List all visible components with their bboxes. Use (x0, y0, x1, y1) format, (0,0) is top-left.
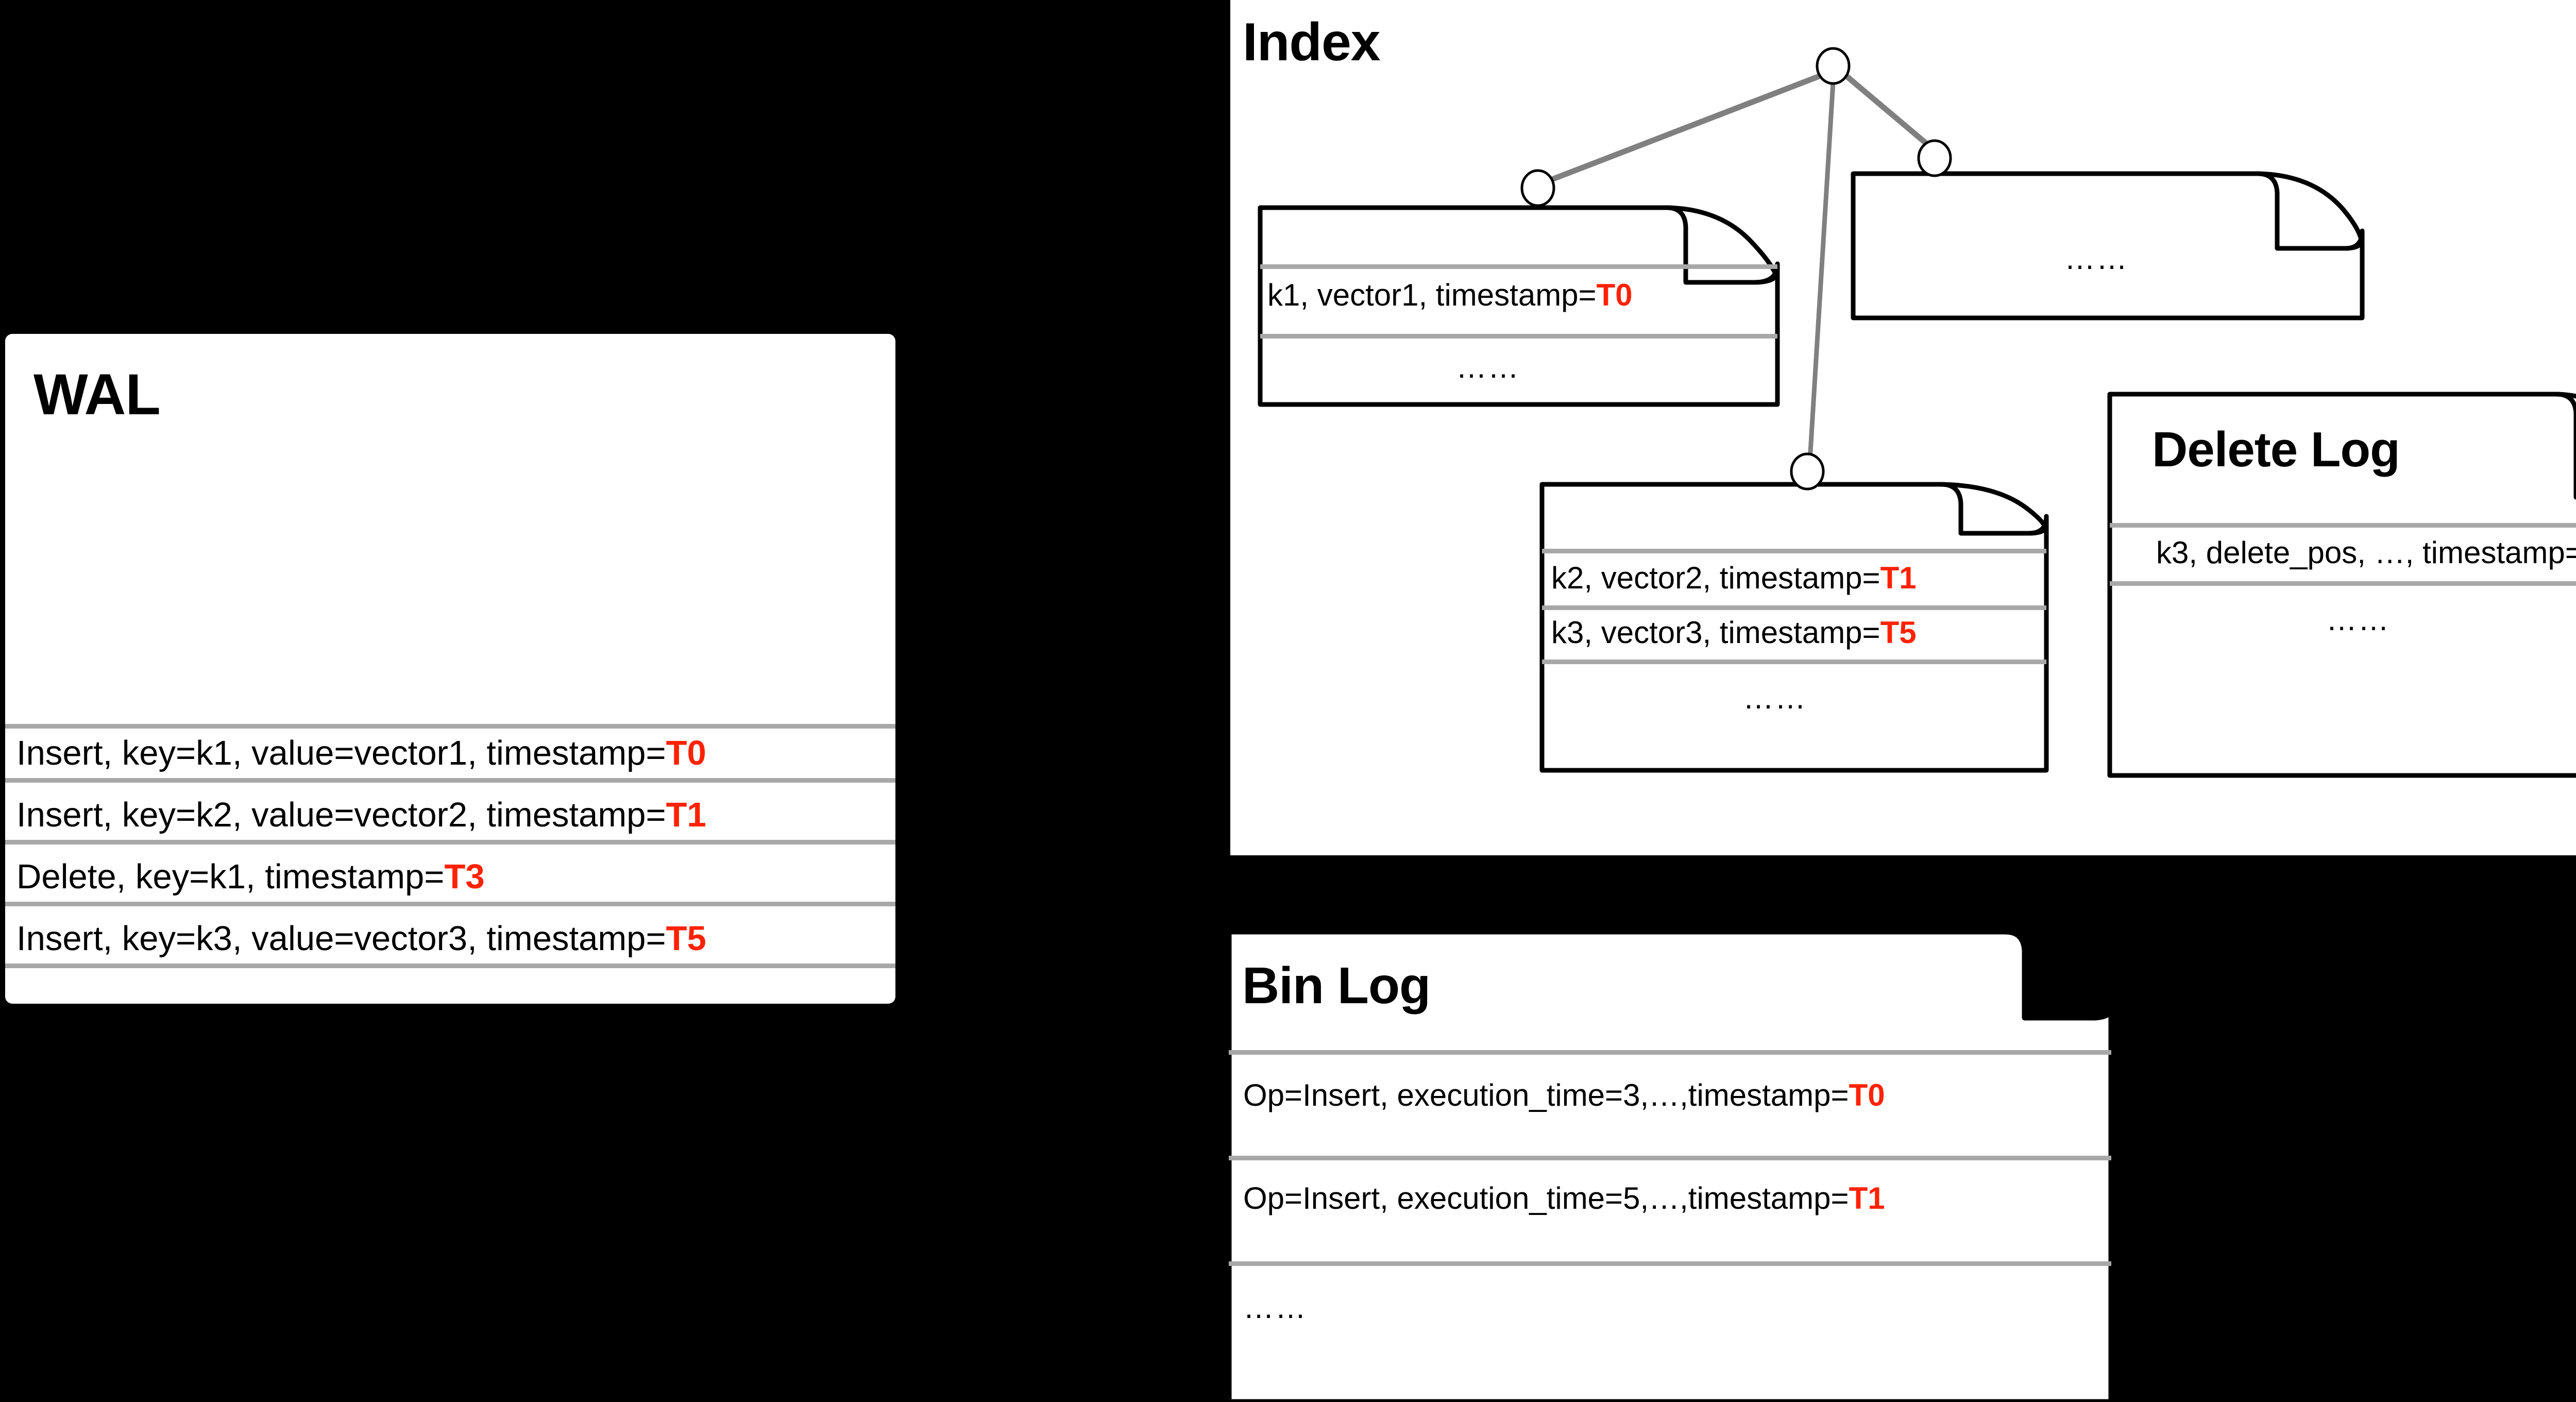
leaf-k2k3-row-text: k2, vector2, timestamp= (1551, 561, 1880, 595)
wal-row: Insert, key=k3, value=vector3, timestamp… (16, 921, 706, 956)
wal-divider-2 (5, 840, 895, 844)
leaf-ellipsis-row: …… (2064, 241, 2128, 276)
wal-row-text: …… (16, 978, 86, 1017)
wal-row: Insert, key=k2, value=vector2, timestamp… (16, 798, 706, 832)
leaf-k2k3-row-text: k3, vector3, timestamp= (1551, 615, 1880, 650)
leaf-k2k3-row-timestamp: T5 (1880, 615, 1917, 650)
leaf-k1-row-timestamp: T0 (1596, 278, 1633, 312)
bin-log-row: Op=Insert, execution_time=3,…,timestamp=… (1243, 1080, 1885, 1111)
index-title: Index (1243, 12, 1381, 72)
bin-log-row: …… (1243, 1290, 1307, 1325)
delete-log-divider-1 (2110, 581, 2576, 586)
wal-row-timestamp: T1 (666, 796, 706, 834)
wal-panel: WAL Insert, key=k1, value=vector1, times… (5, 334, 895, 1015)
bin-log-row: Op=Insert, execution_time=5,…,timestamp=… (1243, 1183, 1885, 1214)
bin-log-divider-0 (1229, 1050, 2111, 1055)
wal-divider-3 (5, 902, 895, 906)
wal-row-text: Insert, key=k1, value=vector1, timestamp… (16, 734, 666, 772)
leaf-k2k3-row-timestamp: T1 (1880, 561, 1917, 595)
index-leaf-k1: k1, vector1, timestamp=T0 …… (1260, 208, 1777, 404)
leaf-k2k3-divider-0 (1542, 549, 2046, 553)
delete-log-row-text: k3, delete_pos, …, timestamp= (2156, 535, 2576, 570)
bin-log-row-text: Op=Insert, execution_time=3,…,timestamp= (1243, 1078, 1849, 1112)
leaf-k1-row: …… (1456, 350, 1520, 384)
bin-log-row-timestamp: T0 (1849, 1078, 1885, 1112)
index-leaf-ellipsis: …… (1853, 174, 2362, 318)
bin-log-row-text: Op=Insert, execution_time=5,…,timestamp= (1243, 1181, 1849, 1215)
wal-row-text: Delete, key=k1, timestamp= (16, 857, 445, 896)
wal-divider-0 (5, 724, 895, 729)
wal-row-timestamp: T3 (444, 857, 485, 896)
bin-log-panel: Bin Log Op=Insert, execution_time=3,…,ti… (1229, 932, 2111, 1402)
delete-log-divider-0 (2110, 523, 2576, 528)
delete-log-row: k3, delete_pos, …, timestamp=T3 (2156, 537, 2576, 568)
bin-log-title: Bin Log (1242, 957, 1431, 1015)
leaf-k1-row: k1, vector1, timestamp=T0 (1267, 280, 1633, 311)
leaf-k2k3-row: k2, vector2, timestamp=T1 (1551, 563, 1917, 594)
wal-divider-1 (5, 778, 895, 783)
wal-row-text: Insert, key=k2, value=vector2, timestamp… (16, 796, 666, 834)
wal-title: WAL (33, 362, 161, 427)
delete-log-panel: Delete Log k3, delete_pos, …, timestamp=… (2110, 394, 2576, 775)
index-leaf-k2k3: k2, vector2, timestamp=T1 k3, vector3, t… (1542, 484, 2046, 770)
bin-log-divider-2 (1229, 1261, 2111, 1266)
bin-log-row-timestamp: T1 (1849, 1181, 1885, 1215)
leaf-k2k3-row: k3, vector3, timestamp=T5 (1551, 617, 1917, 648)
leaf-k2k3-row: …… (1743, 681, 1807, 715)
wal-row: Delete, key=k1, timestamp=T3 (16, 859, 485, 894)
leaf-k1-row-text: k1, vector1, timestamp= (1267, 278, 1597, 312)
wal-row: …… (16, 981, 86, 1015)
delete-log-title: Delete Log (2152, 422, 2400, 477)
wal-row: Insert, key=k1, value=vector1, timestamp… (16, 736, 706, 770)
wal-row-timestamp: T5 (666, 919, 706, 958)
bin-log-divider-1 (1229, 1156, 2111, 1160)
leaf-k2k3-divider-2 (1542, 660, 2046, 664)
wal-row-timestamp: T0 (666, 734, 706, 772)
leaf-k1-divider-1 (1260, 334, 1777, 339)
leaf-k1-divider-0 (1260, 264, 1777, 269)
wal-divider-4 (5, 964, 895, 968)
wal-row-text: Insert, key=k3, value=vector3, timestamp… (16, 919, 666, 958)
delete-log-row: …… (2326, 602, 2390, 637)
leaf-k2k3-divider-1 (1542, 605, 2046, 610)
